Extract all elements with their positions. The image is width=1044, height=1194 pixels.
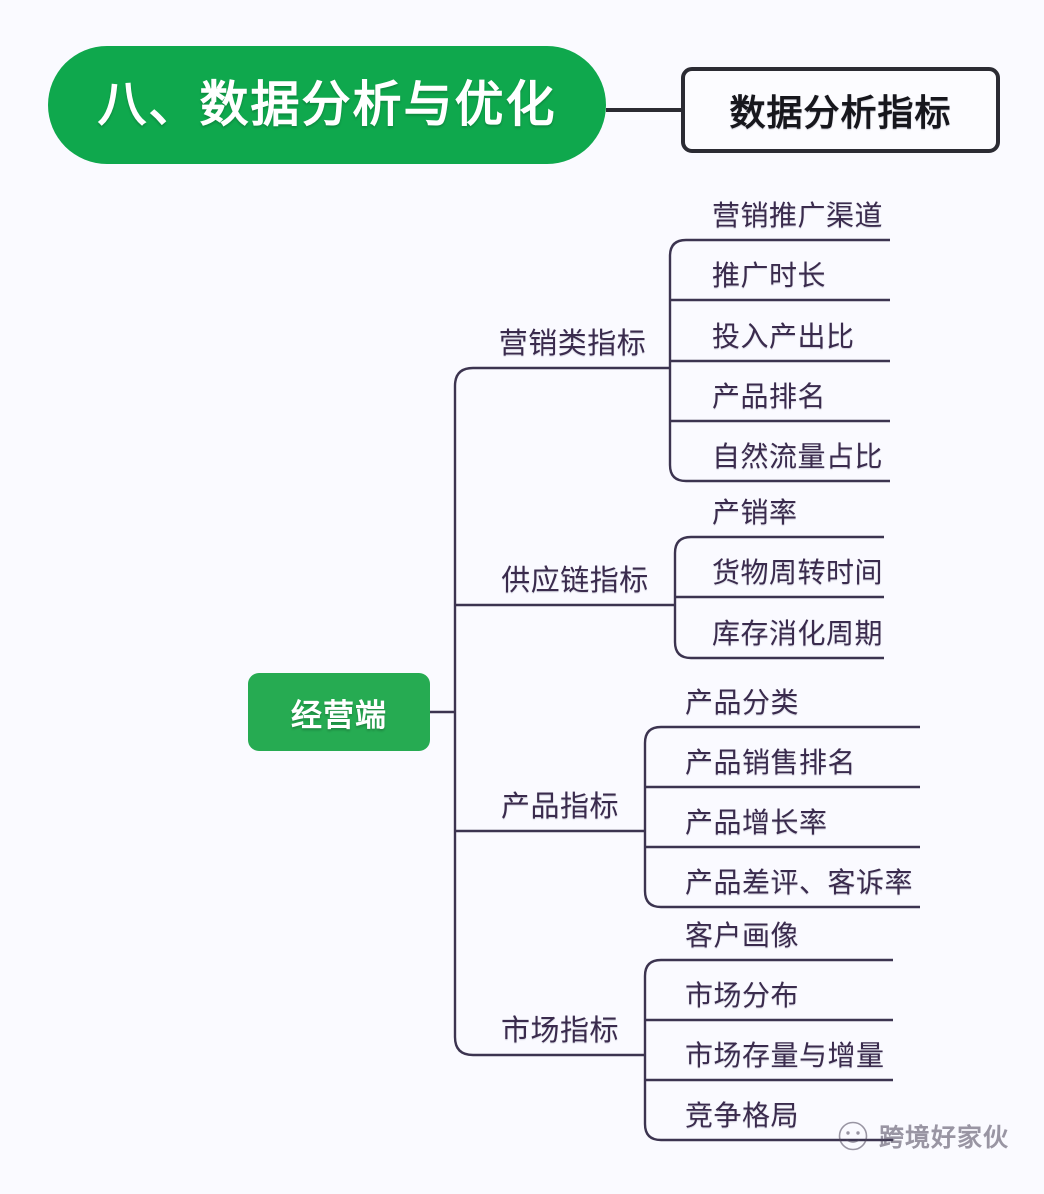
- leaf-label-3-2: 市场存量与增量: [685, 1040, 885, 1071]
- leaf-spine-1: [673, 535, 692, 660]
- main-spine: [453, 366, 474, 1057]
- leaf-label-3-3: 竞争格局: [685, 1100, 800, 1131]
- leaf-spine-3: [643, 958, 662, 1142]
- leaf-label-3-0: 客户画像: [685, 920, 800, 951]
- smiley-face-icon: [838, 1121, 868, 1151]
- leaf-label-0-4: 自然流量占比: [712, 441, 884, 472]
- leaf-label-2-0: 产品分类: [685, 687, 800, 718]
- branch-label-3: 市场指标: [500, 1015, 620, 1047]
- leaf-label-1-0: 产销率: [712, 497, 798, 528]
- node-jingyingduan-label: 经营端: [291, 697, 387, 733]
- leaf-label-2-2: 产品增长率: [685, 807, 828, 838]
- branch-label-1: 供应链指标: [501, 565, 649, 597]
- leaf-spine-2: [643, 725, 662, 909]
- leaf-label-0-0: 营销推广渠道: [712, 200, 884, 231]
- topic-box-text: 数据分析指标: [729, 92, 952, 133]
- leaf-label-2-1: 产品销售排名: [685, 747, 857, 778]
- root-title-text: 八、数据分析与优化: [97, 77, 557, 132]
- leaf-label-0-3: 产品排名: [712, 381, 827, 412]
- branch-label-2: 产品指标: [500, 791, 620, 823]
- node-jingyingduan: 经营端: [248, 673, 430, 751]
- leaf-label-1-2: 库存消化周期: [712, 618, 884, 649]
- watermark-text: 跨境好家伙: [879, 1124, 1010, 1152]
- watermark: 跨境好家伙: [836, 1118, 1009, 1154]
- root-title-pill: 八、数据分析与优化: [48, 46, 606, 164]
- topic-box: 数据分析指标: [681, 67, 1000, 153]
- leaf-label-2-3: 产品差评、客诉率: [685, 867, 914, 898]
- leaf-label-0-1: 推广时长: [712, 260, 827, 291]
- branch-label-0: 营销类指标: [498, 328, 647, 360]
- leaf-spine-0: [668, 238, 687, 483]
- leaf-label-0-2: 投入产出比: [712, 321, 855, 352]
- leaf-label-3-1: 市场分布: [685, 980, 800, 1011]
- leaf-label-1-1: 货物周转时间: [712, 557, 884, 588]
